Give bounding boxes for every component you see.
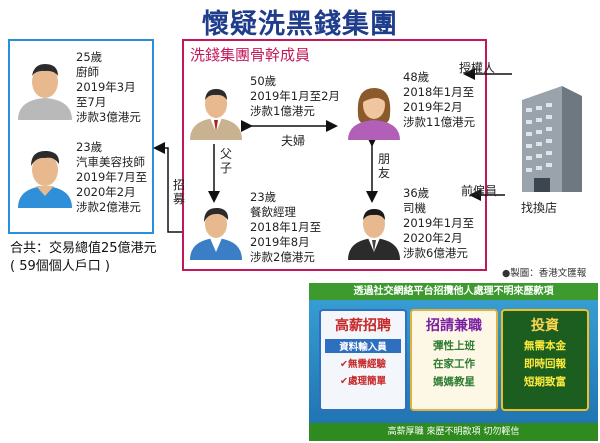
chef-info: 25歲 廚師 2019年3月 至7月 涉款3億港元	[76, 50, 141, 125]
chef-age: 25歲	[76, 50, 103, 64]
mother-age: 48歲	[403, 70, 430, 84]
core-members-title: 洗錢集團骨幹成員	[190, 46, 311, 64]
mother-avatar-icon	[348, 88, 400, 140]
exchange-shop-label: 找換店	[521, 201, 558, 215]
ad-card-investment-line-3: 短期致富	[524, 376, 566, 388]
driver-avatar-icon	[348, 209, 400, 260]
core-members-box	[182, 39, 487, 271]
friends-label: 朋友	[377, 152, 390, 180]
son-job: 餐飲經理	[250, 205, 296, 219]
ad-card-recruitment-line-1: 資料輸入員	[325, 339, 401, 353]
ad-card-investment-head: 投資	[531, 318, 559, 334]
son-period-start: 2018年1月至	[250, 220, 322, 234]
driver-period-end: 2020年2月	[403, 231, 463, 245]
office-building-icon	[522, 86, 582, 192]
driver-job: 司機	[403, 201, 426, 215]
ad-header: 透過社交網絡平台招攬他人處理不明來歷款項	[309, 283, 598, 300]
recruit-label: 招募	[172, 178, 185, 206]
ad-card-investment-line-1: 無需本金	[524, 340, 566, 352]
ad-footer: 高薪厚職 來歷不明款項 切勿輕信	[309, 423, 598, 441]
former-employee-label: 前僱員	[461, 184, 498, 198]
page-title: 懷疑洗黑錢集團	[202, 9, 398, 40]
technician-period-start: 2019年7月至	[76, 170, 148, 184]
father-period: 2019年1月至2月	[250, 89, 340, 103]
chef-period-end: 至7月	[76, 95, 107, 109]
chef-amount: 涉款3億港元	[76, 110, 141, 124]
mother-period-start: 2018年1月至	[403, 85, 475, 99]
authorized-label: 授權人	[459, 61, 496, 75]
father-age: 50歲	[250, 74, 277, 88]
technician-job: 汽車美容技師	[76, 155, 145, 169]
technician-age: 23歲	[76, 140, 103, 154]
driver-period-start: 2019年1月至	[403, 216, 475, 230]
chef-job: 廚師	[76, 65, 99, 79]
ad-card-recruitment: 高薪招聘 資料輸入員 ✔無需經驗 ✔處理簡單	[319, 309, 407, 411]
ad-card-recruitment-head: 高薪招聘	[335, 318, 391, 334]
ad-card-recruitment-line-3: ✔處理簡單	[340, 376, 386, 387]
mother-info: 48歲 2018年1月至 2019年2月 涉款11億港元	[403, 70, 475, 130]
driver-info: 36歲 司機 2019年1月至 2020年2月 涉款6億港元	[403, 186, 474, 261]
mother-amount: 涉款11億港元	[403, 115, 476, 129]
chef-period-start: 2019年3月	[76, 80, 136, 94]
son-avatar-icon	[190, 207, 242, 260]
father-avatar-icon	[190, 89, 242, 140]
father-info: 50歲 2019年1月至2月 涉款1億港元	[250, 74, 340, 119]
driver-amount: 涉款6億港元	[403, 246, 468, 260]
father-amount: 涉款1億港元	[250, 104, 315, 118]
ad-card-parttime-line-3: 媽媽教星	[433, 376, 475, 388]
technician-avatar-icon	[18, 150, 72, 208]
couple-label: 夫婦	[281, 134, 306, 148]
chef-avatar-icon	[18, 64, 72, 120]
ad-card-parttime-head: 招請兼職	[426, 318, 482, 334]
graphic-credit: ●製圖：香港文匯報	[502, 268, 587, 279]
son-info: 23歲 餐飲經理 2018年1月至 2019年8月 涉款2億港元	[250, 190, 321, 265]
ad-card-recruitment-line-2: ✔無需經驗	[340, 359, 386, 370]
son-period-end: 2019年8月	[250, 235, 310, 249]
ad-card-parttime: 招請兼職 彈性上班 在家工作 媽媽教星	[410, 309, 498, 411]
scam-ad-panel: 透過社交網絡平台招攬他人處理不明來歷款項 高薪招聘 資料輸入員 ✔無需經驗 ✔處…	[309, 283, 598, 441]
father-son-label: 父子	[219, 147, 232, 175]
son-age: 23歲	[250, 190, 277, 204]
summary-accounts: ( 59個個人戶口 )	[10, 259, 110, 274]
ad-card-investment-line-2: 即時回報	[524, 358, 566, 370]
summary-total: 合共：交易總值25億港元	[10, 241, 157, 256]
technician-period-end: 2020年2月	[76, 185, 136, 199]
technician-amount: 涉款2億港元	[76, 200, 141, 214]
son-amount: 涉款2億港元	[250, 250, 315, 264]
technician-info: 23歲 汽車美容技師 2019年7月至 2020年2月 涉款2億港元	[76, 140, 147, 215]
ad-card-parttime-line-2: 在家工作	[433, 358, 475, 370]
recruit-arrow	[153, 142, 182, 233]
ad-card-investment: 投資 無需本金 即時回報 短期致富	[501, 309, 589, 411]
recruited-members-box	[8, 39, 154, 234]
ad-card-parttime-line-1: 彈性上班	[433, 340, 475, 352]
driver-age: 36歲	[403, 186, 430, 200]
mother-period-end: 2019年2月	[403, 100, 463, 114]
